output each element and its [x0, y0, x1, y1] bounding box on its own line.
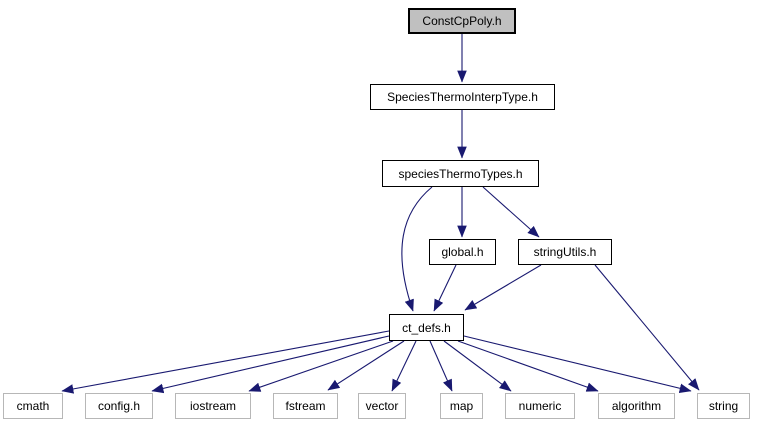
edge-speciesthermotypes-to-ctdefs: [401, 186, 433, 312]
node-string: string: [697, 393, 750, 419]
node-stringutils-h[interactable]: stringUtils.h: [518, 239, 612, 265]
node-global-h[interactable]: global.h: [429, 239, 496, 265]
node-speciesthermointerptype-h[interactable]: SpeciesThermoInterpType.h: [370, 84, 555, 110]
edge-stringutils-to-string: [594, 264, 700, 391]
node-speciesthermotypes-h[interactable]: speciesThermoTypes.h: [382, 160, 539, 187]
edge-ctdefs-to-map: [429, 340, 453, 392]
edge-ctdefs-to-vector: [391, 340, 417, 392]
node-map: map: [440, 393, 483, 419]
edge-ctdefs-to-iostream: [248, 340, 394, 392]
edge-speciesthermotypes-to-stringutils: [482, 186, 540, 238]
edge-global-to-ctdefs: [433, 264, 457, 312]
node-iostream: iostream: [175, 393, 251, 419]
edge-ctdefs-to-algorithm: [457, 340, 599, 392]
edge-ctdefs-to-fstream: [327, 340, 405, 391]
edge-ctdefs-to-cmath: [61, 330, 390, 394]
edge-ctdefs-to-string: [463, 335, 692, 393]
node-constcppoly-h: ConstCpPoly.h: [408, 8, 516, 34]
node-cmath: cmath: [3, 393, 63, 419]
node-numeric: numeric: [505, 393, 575, 419]
node-algorithm: algorithm: [598, 393, 675, 419]
node-vector: vector: [358, 393, 406, 419]
edge-ctdefs-to-config: [151, 335, 390, 394]
node-ct-defs-h[interactable]: ct_defs.h: [389, 314, 464, 341]
node-config-h: config.h: [85, 393, 153, 419]
edge-ctdefs-to-numeric: [443, 340, 512, 392]
edge-stringutils-to-ctdefs: [464, 264, 542, 311]
node-fstream: fstream: [273, 393, 338, 419]
